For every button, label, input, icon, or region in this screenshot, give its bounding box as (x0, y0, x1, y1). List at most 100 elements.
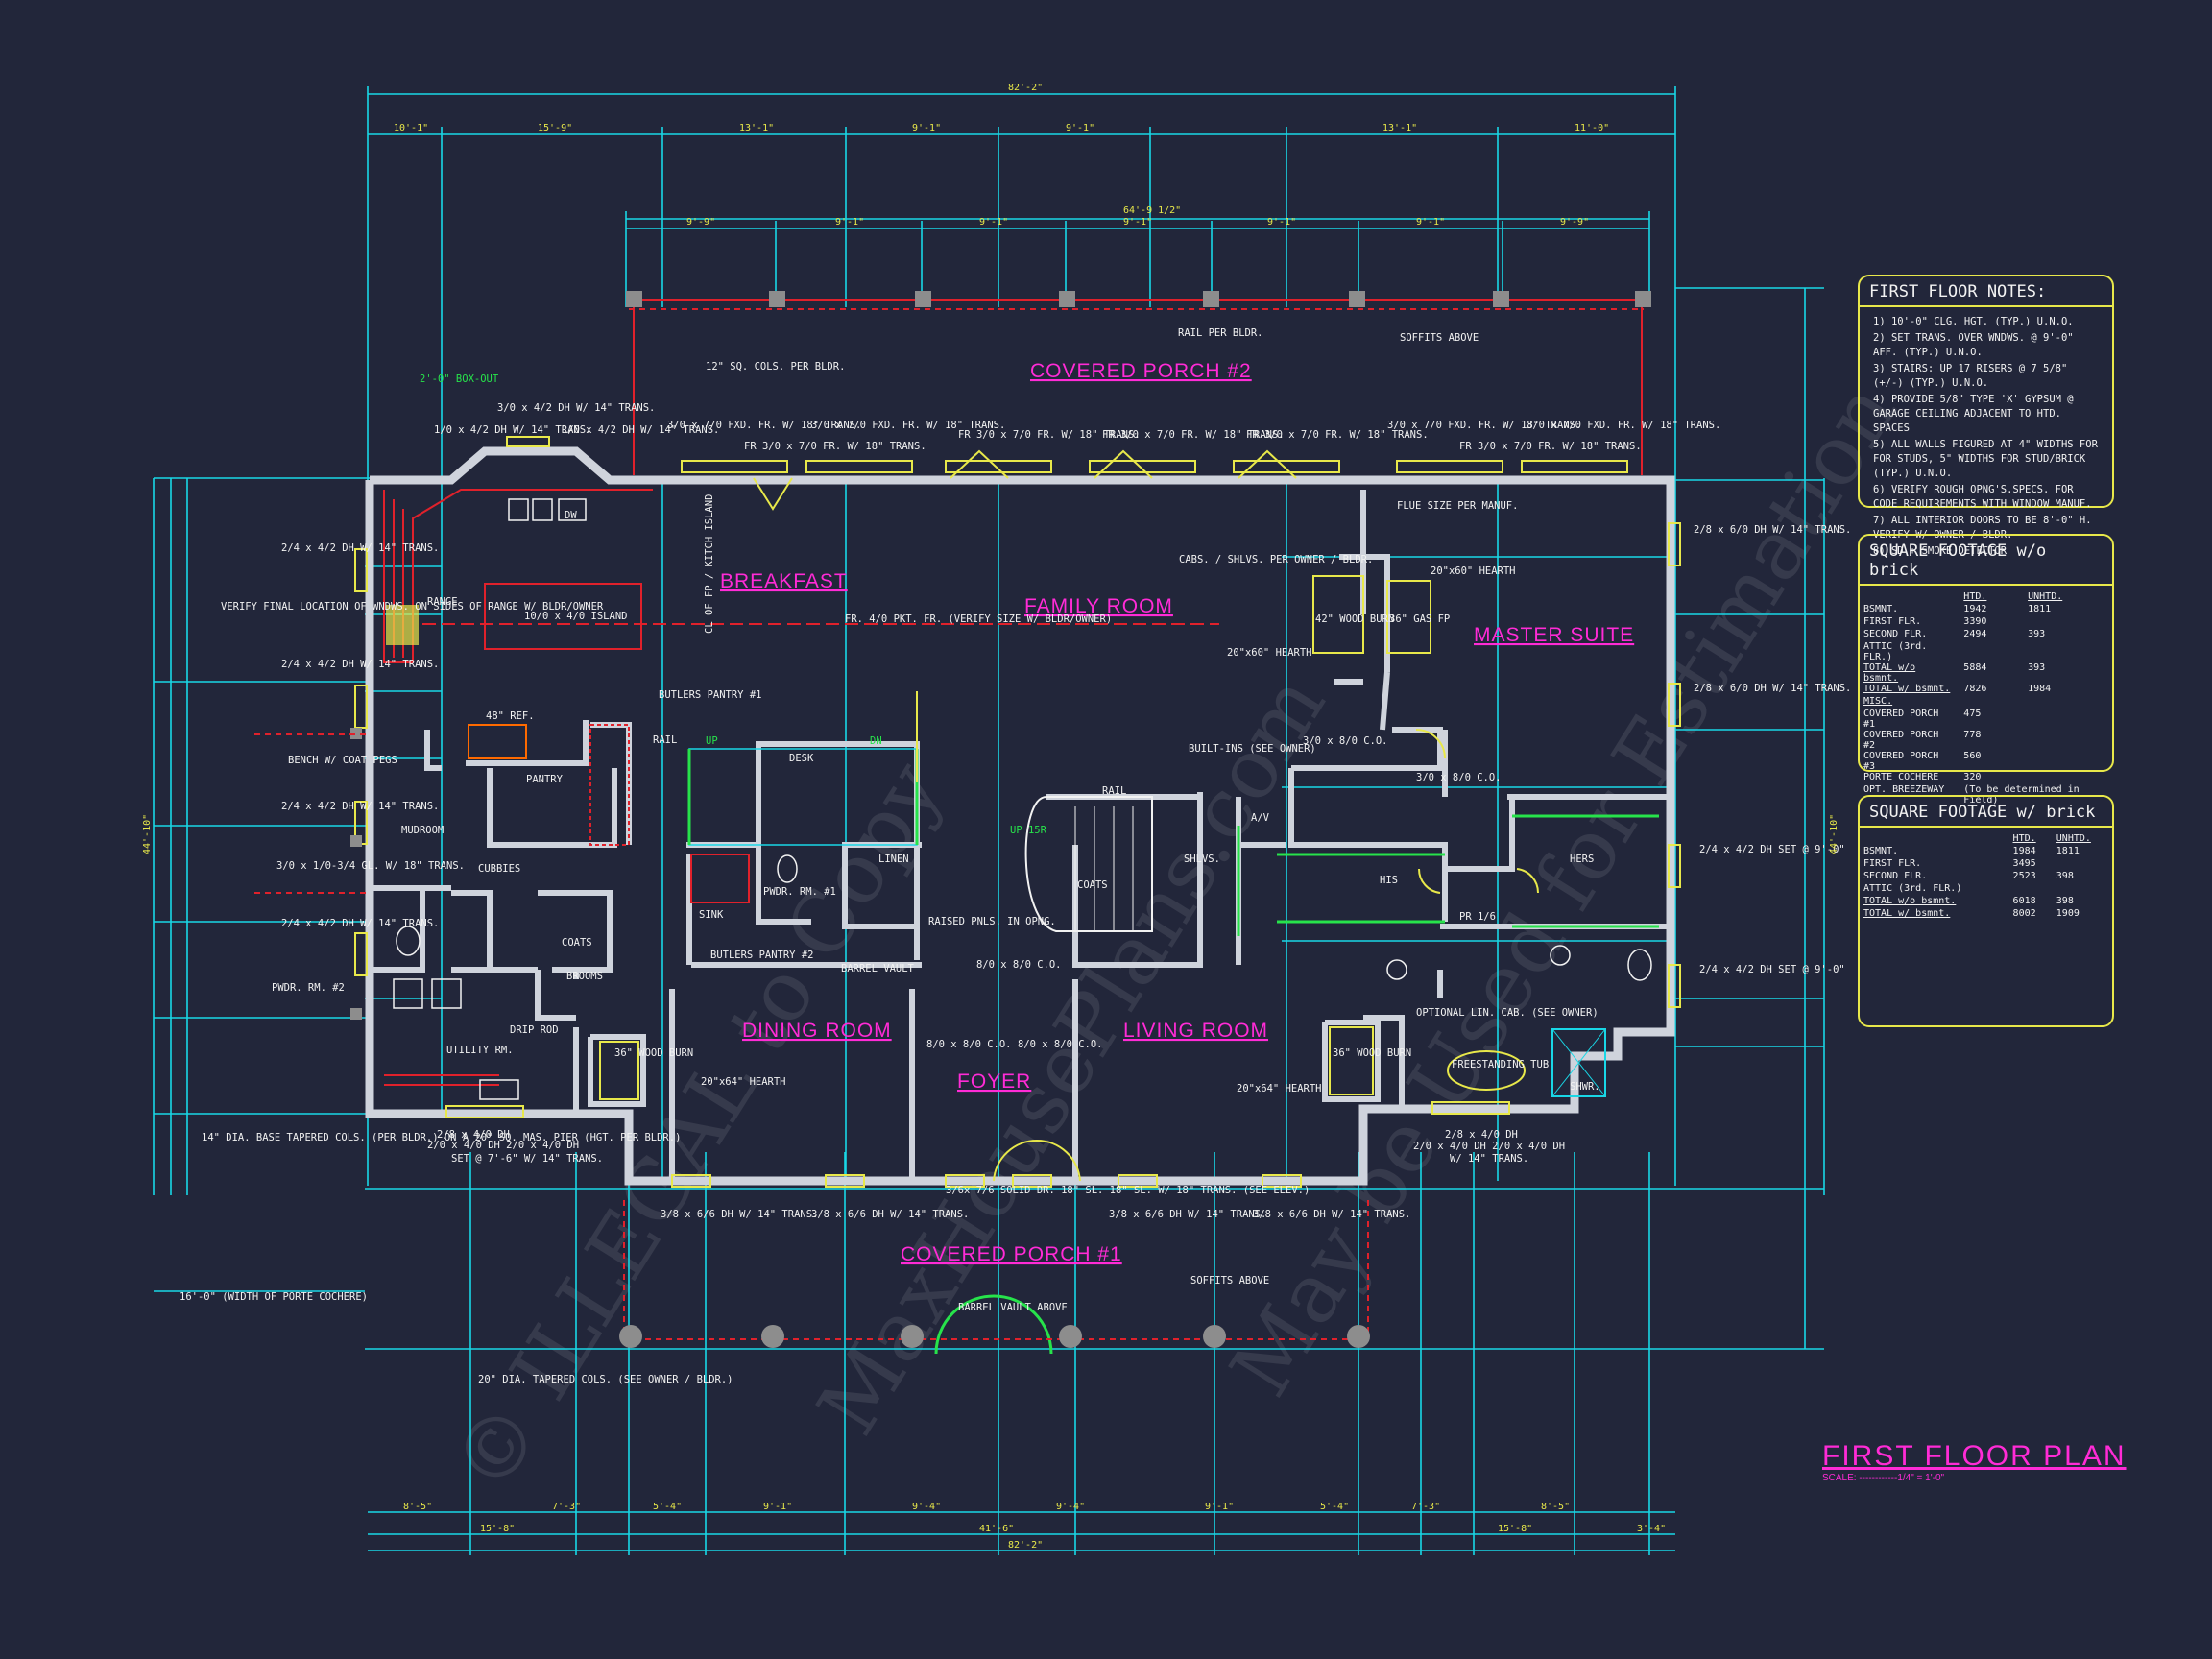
note-dh-24-42-a: 2/4 x 4/2 DH W/ 14" TRANS. (281, 542, 439, 554)
room-label-pwdr-rm-1: PWDR. RM. #1 (763, 886, 836, 898)
note-item: 6) VERIFY ROUGH OPNG'S.SPECS. FOR CODE R… (1873, 484, 2092, 510)
total-htd: 6018 (2012, 896, 2036, 906)
room-label-coats: COATS (562, 937, 592, 949)
dim-porch-2: 9'-1" (835, 217, 864, 228)
note-fr-2: FR 3/0 x 7/0 FR. W/ 18" TRANS. (958, 429, 1141, 441)
dim-bot-2: 7'-3" (552, 1502, 581, 1512)
total-unhtd: 393 (2028, 662, 2046, 673)
room-label-linen: LINEN (878, 854, 909, 865)
row-htd (1960, 641, 2024, 662)
room-label-brooms: BROOMS (566, 971, 603, 982)
note-gl-30-10: 3/0 x 1/0-3/4 GL. W/ 18" TRANS. (276, 860, 465, 872)
sqft-no-brick-panel: SQUARE FOOTAGE w/o brick HTD.UNHTD. BSMN… (1858, 534, 2114, 805)
note-optional-lin: OPTIONAL LIN. CAB. (SEE OWNER) (1416, 1007, 1599, 1019)
dim-left-overall: 44'-10" (142, 814, 153, 854)
note-dh-28-60-b: 2/8 x 6/0 DH W/ 14" TRANS. (1694, 683, 1851, 694)
note-dh-38-66-c: 3/8 x 6/6 DH W/ 14" TRANS. (1109, 1209, 1266, 1220)
dim-bot-9: 7'-3" (1411, 1502, 1440, 1512)
total-htd: 5884 (1963, 662, 1987, 673)
porch-column (1059, 291, 1075, 307)
note-hearth-a: 20"x60" HEARTH (1431, 565, 1516, 577)
note-shwr: SHWR. (1570, 1081, 1600, 1093)
note-fr-3: FR 3/0 x 7/0 FR. W/ 18" TRANS. (1102, 429, 1285, 441)
note-item: 1) 10'-0" CLG. HGT. (TYP.) U.N.O. (1873, 316, 2074, 327)
misc-label: MISC. (1863, 696, 1893, 707)
window (1431, 1101, 1510, 1115)
dim-bot-1: 8'-5" (403, 1502, 432, 1512)
note-built-ins: BUILT-INS (SEE OWNER) (1189, 743, 1316, 755)
note-island: 10/0 x 4/0 ISLAND (524, 611, 627, 622)
room-label-family-room: FAMILY ROOM (1024, 595, 1173, 617)
room-label-covered-porch-1: COVERED PORCH #1 (901, 1243, 1122, 1265)
total-label: TOTAL w/o bsmnt. (1863, 896, 1957, 906)
note-pkt-fr: FR. 4/0 PKT. FR. (VERIFY SIZE W/ BLDR/OW… (845, 613, 1112, 625)
kitchen-cabinetry (383, 489, 1219, 1100)
dim-bot2-1: 15'-8" (480, 1524, 515, 1534)
room-label-foyer: FOYER (957, 1070, 1031, 1093)
window (1233, 460, 1340, 473)
note-raised-pnls: RAISED PNLS. IN OPNG. (928, 916, 1056, 927)
note-item: 8) SD + SMOKE DETECTOR (1873, 545, 2008, 557)
note-wood-burn-42: 42" WOOD BURN (1315, 613, 1394, 625)
note-pr-16: PR 1/6 (1459, 911, 1496, 923)
dim-porch-7: 9'-9" (1560, 217, 1589, 228)
porch-column (619, 1325, 642, 1348)
note-up-15r: UP 15R (1010, 825, 1047, 836)
window (1089, 460, 1196, 473)
washer (393, 978, 423, 1009)
note-dn: DN (870, 735, 882, 747)
note-dh-20-41-right: 2/0 x 4/0 DH 2/0 x 4/0 DH (1413, 1141, 1565, 1152)
col-unhtd: UNHTD. (2056, 833, 2091, 844)
window (1668, 522, 1681, 566)
room-label-utility-rm: UTILITY RM. (446, 1045, 514, 1056)
exterior-walls (365, 446, 1675, 1186)
window (945, 1174, 985, 1188)
misc-row-label: COVERED PORCH #1 (1863, 709, 1939, 730)
lavatory (1550, 945, 1571, 966)
dimension-labels: 82'-2" 82'-2" 64'-9 1/2" 10'-1" 15'-9" 1… (142, 83, 1839, 1551)
window (1668, 683, 1681, 727)
room-label-living-room: LIVING ROOM (1123, 1020, 1268, 1042)
porch-column (1203, 1325, 1226, 1348)
note-shlvs: SHLVS. (1184, 854, 1220, 865)
notes-list: 1) 10'-0" CLG. HGT. (TYP.) U.N.O. 2) SET… (1873, 315, 2103, 559)
room-labels: COVERED PORCH #2 BREAKFAST FAMILY ROOM M… (272, 360, 1633, 1265)
row-unhtd: 393 (2028, 629, 2046, 639)
note-soffits-bottom: SOFFITS ABOVE (1190, 1275, 1269, 1286)
fireplace-dining (599, 1041, 639, 1100)
note-drip-rod: DRIP ROD (510, 1024, 559, 1036)
note-box-out: 2'-0" BOX-OUT (420, 373, 499, 385)
note-desk: DESK (789, 753, 814, 764)
note-range: RANGE (427, 596, 458, 608)
note-gas-fp: 36" GAS FP (1389, 613, 1450, 625)
note-porte-cochere: 16'-0" (WIDTH OF PORTE COCHERE) (180, 1291, 368, 1303)
note-flue: FLUE SIZE PER MANUF. (1397, 500, 1518, 512)
porte-cochere-column (350, 728, 362, 739)
room-label-his: HIS (1380, 875, 1398, 886)
dim-porch-width: 64'-9 1/2" (1123, 205, 1181, 216)
row-unhtd (2053, 858, 2112, 871)
table-row: ATTIC (3rd. FLR.) (1860, 641, 2112, 662)
misc-row-label: OPT. BREEZEWAY (1863, 784, 1945, 795)
note-item: 2) SET TRANS. OVER WNDWS. @ 9'-0" AFF. (… (1873, 332, 2074, 358)
note-dh-24-42-d: 2/4 x 4/2 DH W/ 14" TRANS. (281, 918, 439, 929)
note-fr-4: FR 3/0 x 7/0 FR. W/ 18" TRANS. (1246, 429, 1429, 441)
note-dh-24-42-c: 2/4 x 4/2 DH W/ 14" TRANS. (281, 801, 439, 812)
note-set-76: SET @ 7'-6" W/ 14" TRANS. (451, 1153, 603, 1165)
dim-bot-10: 8'-5" (1541, 1502, 1570, 1512)
row-htd: 1984 (2012, 846, 2036, 856)
note-hearth-c: 20"x64" HEARTH (701, 1076, 786, 1088)
total-htd: 7826 (1963, 684, 1987, 694)
annotations: 12" SQ. COLS. PER BLDR. RAIL PER BLDR. S… (180, 327, 1851, 1385)
note-dh-28-41: 2/8 x 4/0 DH (437, 1129, 510, 1141)
window (1668, 844, 1681, 888)
dim-top-4: 9'-1" (912, 123, 941, 133)
